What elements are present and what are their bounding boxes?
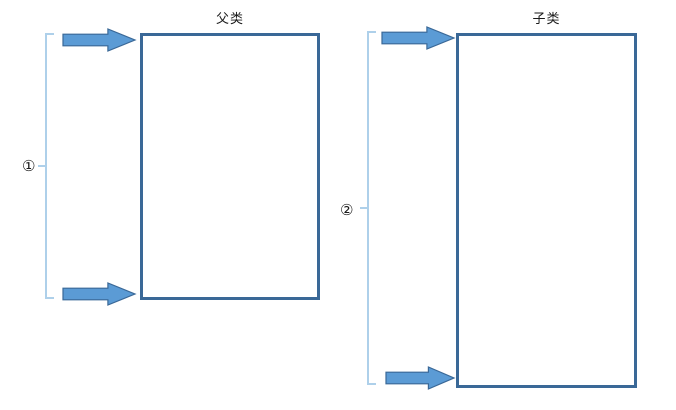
arrow-parent-bottom [62, 282, 137, 306]
arrow-child-top [381, 26, 456, 50]
arrow-child-bottom [385, 366, 456, 390]
marker-one-label: ① [22, 157, 36, 175]
parent-class-caption: 父类 [215, 11, 244, 26]
arrow-parent-top [62, 28, 137, 52]
bracket-one [38, 33, 55, 299]
child-class-caption: 子类 [532, 11, 561, 26]
child-class-box [456, 33, 637, 388]
marker-two-label: ② [340, 201, 354, 219]
bracket-two [360, 31, 377, 385]
parent-class-box [140, 33, 320, 300]
